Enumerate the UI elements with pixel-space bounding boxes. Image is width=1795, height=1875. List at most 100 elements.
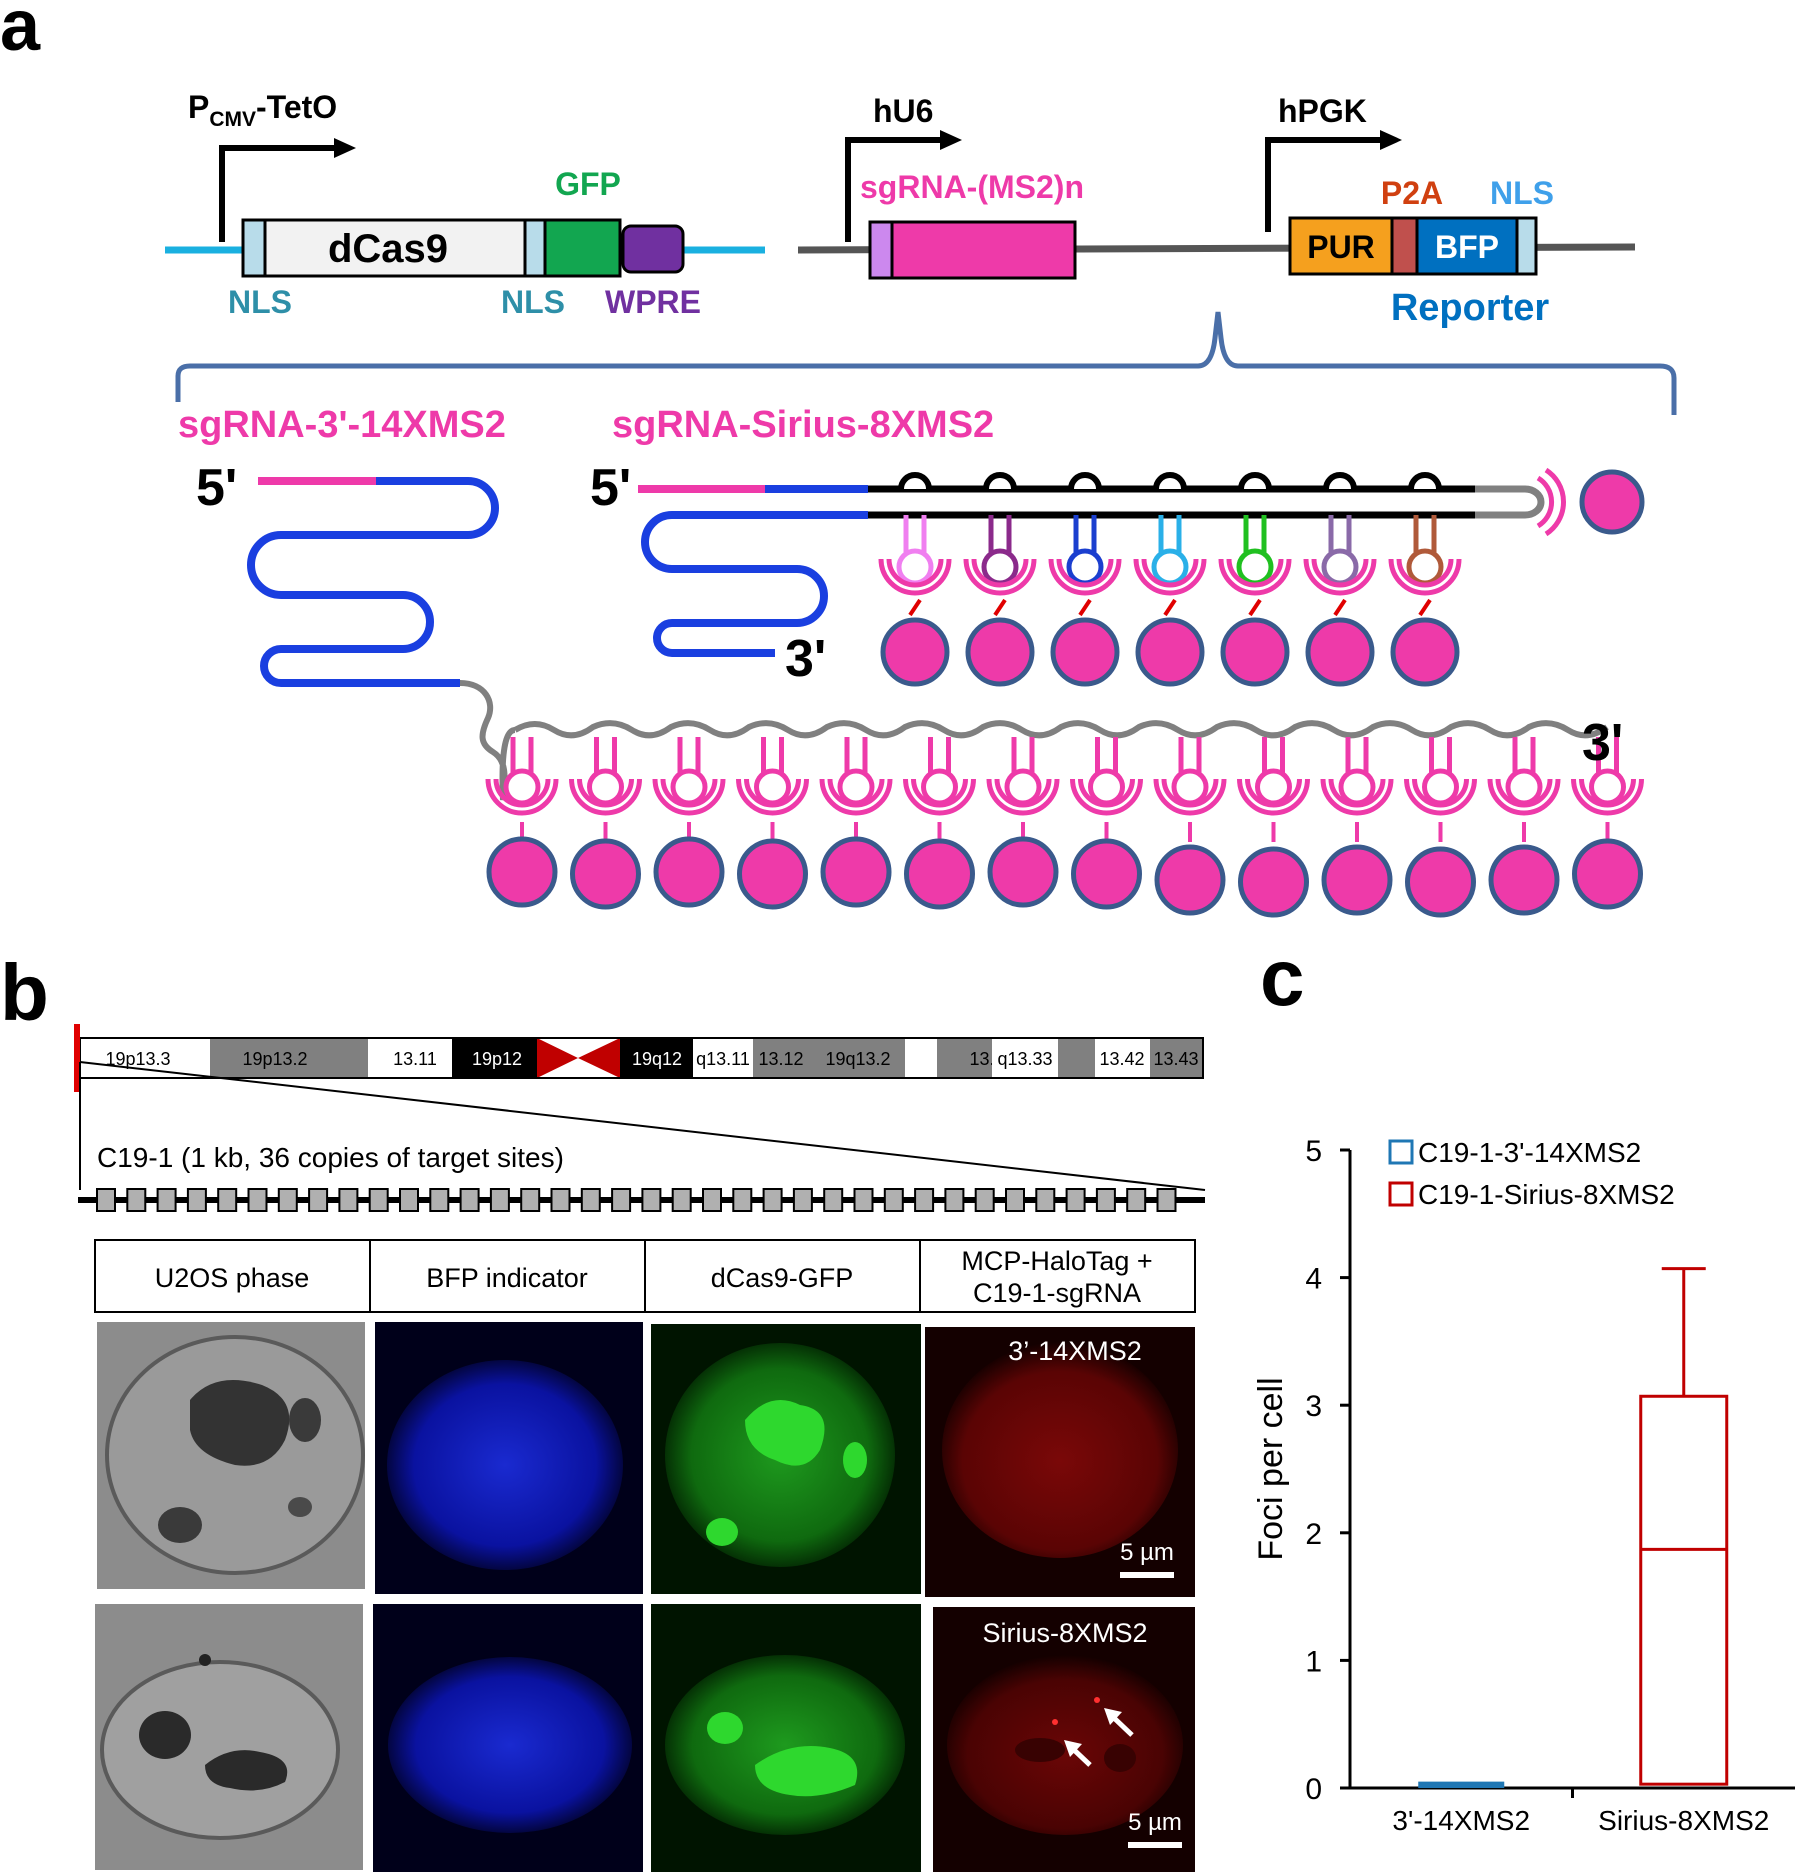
- ideogram-band-label-3: 13.11: [393, 1049, 437, 1069]
- mcp-protein-left-6: [904, 838, 975, 910]
- promoter-label-hu6: hU6: [873, 93, 933, 129]
- box-series-1: [1418, 1781, 1505, 1788]
- header-c19-sgrna: C19-1-sgRNA: [973, 1278, 1141, 1308]
- mcp-protein-left-9: [1154, 844, 1226, 916]
- mcp-protein-left-12: [1405, 846, 1476, 918]
- ms2-left-hairpin-6: [903, 737, 976, 910]
- y-tick-label-1: 1: [1305, 1645, 1322, 1678]
- header-u2os-phase: U2OS phase: [155, 1263, 310, 1293]
- ideogram-band-2: [210, 1038, 343, 1078]
- sirius-loop-6: [1303, 472, 1377, 687]
- micrograph-row-3prime-14xms2: 3’-14XMS2 5 µm: [97, 1322, 1195, 1597]
- bracket-brace: [175, 311, 1677, 415]
- mcp-protein-left-11: [1321, 844, 1393, 916]
- legend-swatch-1: [1388, 1139, 1414, 1165]
- target-site-24: [792, 1188, 813, 1212]
- target-site-11: [399, 1188, 419, 1212]
- sirius-terminal-loop: [1524, 485, 1545, 519]
- y-axis-title: Foci per cell: [1252, 1377, 1290, 1560]
- scale-bar-label-1: 5 µm: [1120, 1539, 1174, 1566]
- target-site-25: [823, 1188, 844, 1212]
- centromere: [537, 1038, 620, 1078]
- construct-sgrna: hU6 sgRNA-(MS2)n hPGK PUR BFP P2A NLS Re…: [797, 93, 1636, 329]
- target-locus-marker: [74, 1024, 80, 1092]
- ms2-right-hairpin-6: [1303, 515, 1377, 596]
- ideogram-band-5: [620, 1038, 693, 1078]
- ideogram-band-10: [992, 1038, 1058, 1078]
- ms2-right-hairpin-2: [963, 515, 1037, 596]
- construct-dcas9: PCMV-TetO dCas9 GFP NLS NLS WPRE: [165, 89, 765, 320]
- target-site-26: [853, 1188, 874, 1212]
- target-site-21: [702, 1188, 722, 1212]
- ideogram-band-4: [452, 1038, 537, 1078]
- header-dcas9-gfp: dCas9-GFP: [711, 1263, 854, 1293]
- mcp-protein-right-2: [965, 617, 1035, 687]
- promoter-arrow-cmv: [219, 145, 345, 242]
- ms2-left-hairpin-4: [736, 737, 809, 910]
- target-site-18: [611, 1188, 632, 1212]
- target-site-29: [944, 1188, 965, 1212]
- box-series-2: [1639, 1267, 1729, 1786]
- micrograph-gfp-1: [651, 1324, 921, 1594]
- ms2-linker-wave: [513, 720, 1609, 739]
- three-prime-label-right: 3': [785, 630, 826, 688]
- sirius-loop-1: [878, 472, 952, 687]
- legend-label-1: C19-1-3'-14XMS2: [1418, 1137, 1641, 1168]
- mcp-protein-left-7: [987, 836, 1059, 908]
- ms2-left-hairpin-10: [1237, 737, 1310, 918]
- box-2: [1639, 1394, 1729, 1786]
- scale-bar-2: [1128, 1842, 1182, 1848]
- nls-label-left: NLS: [228, 284, 292, 320]
- target-site-28: [914, 1188, 935, 1212]
- ms2-left-hairpin-7: [986, 737, 1060, 908]
- target-site-7: [277, 1188, 298, 1212]
- five-prime-label-right: 5': [590, 459, 631, 517]
- sgrna-ms2-label: sgRNA-(MS2)n: [860, 169, 1084, 205]
- target-site-36: [1156, 1188, 1177, 1212]
- y-tick-label-0: 0: [1305, 1773, 1322, 1806]
- y-tick-label-2: 2: [1305, 1518, 1322, 1551]
- ideogram-band-label-12: 13.43: [1153, 1049, 1198, 1069]
- sgrna-3prime-14xms2-diagram: 5' 3': [196, 459, 1644, 918]
- ideogram-band-6: [693, 1038, 753, 1078]
- target-site-5: [217, 1188, 238, 1212]
- sirius-loop-4: [1133, 472, 1207, 687]
- ideogram-band-label-11: 13.42: [1099, 1049, 1144, 1069]
- ms2-left-hairpin-14: [1571, 737, 1644, 910]
- promoter-label-hpgk: hPGK: [1278, 93, 1367, 129]
- target-site-6: [247, 1188, 268, 1212]
- target-site-9: [338, 1188, 359, 1212]
- target-site-17: [580, 1188, 601, 1212]
- ms2-right-hairpin-4: [1133, 515, 1207, 596]
- target-site-30: [974, 1188, 995, 1212]
- mcp-protein-left-10: [1238, 846, 1309, 918]
- micrograph-mcp-2: Sirius-8XMS2 5 µm: [933, 1607, 1195, 1872]
- target-site-12: [429, 1188, 450, 1212]
- legend-swatch-2: [1388, 1181, 1414, 1207]
- target-site-16: [550, 1188, 571, 1212]
- sirius-loop-3: [1048, 472, 1122, 687]
- target-site-2: [126, 1188, 147, 1212]
- scale-bar-label-2: 5 µm: [1128, 1809, 1182, 1836]
- target-site-1: [96, 1188, 116, 1212]
- sgrna-sirius-8xms2-diagram: 5' 3': [590, 459, 1645, 688]
- target-site-8: [308, 1188, 329, 1212]
- micrograph-gfp-2: [651, 1604, 921, 1872]
- ideogram-band-8: [810, 1038, 905, 1078]
- zoom-line-top: [79, 1061, 1206, 1191]
- target-region-label: C19-1 (1 kb, 36 copies of target sites): [97, 1142, 564, 1173]
- header-bfp-indicator: BFP indicator: [426, 1263, 588, 1293]
- row-label-3prime-14xms2: 3’-14XMS2: [1008, 1336, 1142, 1366]
- ms2-left-hairpin-11: [1320, 737, 1394, 916]
- dcas9-label: dCas9: [328, 227, 448, 271]
- promoter-arrow-hu6: [845, 137, 950, 242]
- micrograph-bfp-2: [373, 1604, 643, 1872]
- five-prime-label-left: 5': [196, 459, 237, 517]
- ideogram-band-label-5: 19q12: [632, 1049, 682, 1069]
- micrograph-bfp-1: [375, 1322, 643, 1594]
- box-1: [1418, 1781, 1505, 1788]
- mcp-protein-left-4: [737, 838, 808, 910]
- wpre-label: WPRE: [605, 284, 701, 320]
- ms2-left-hairpin-12: [1404, 737, 1477, 918]
- mcp-protein-left-2: [570, 838, 641, 910]
